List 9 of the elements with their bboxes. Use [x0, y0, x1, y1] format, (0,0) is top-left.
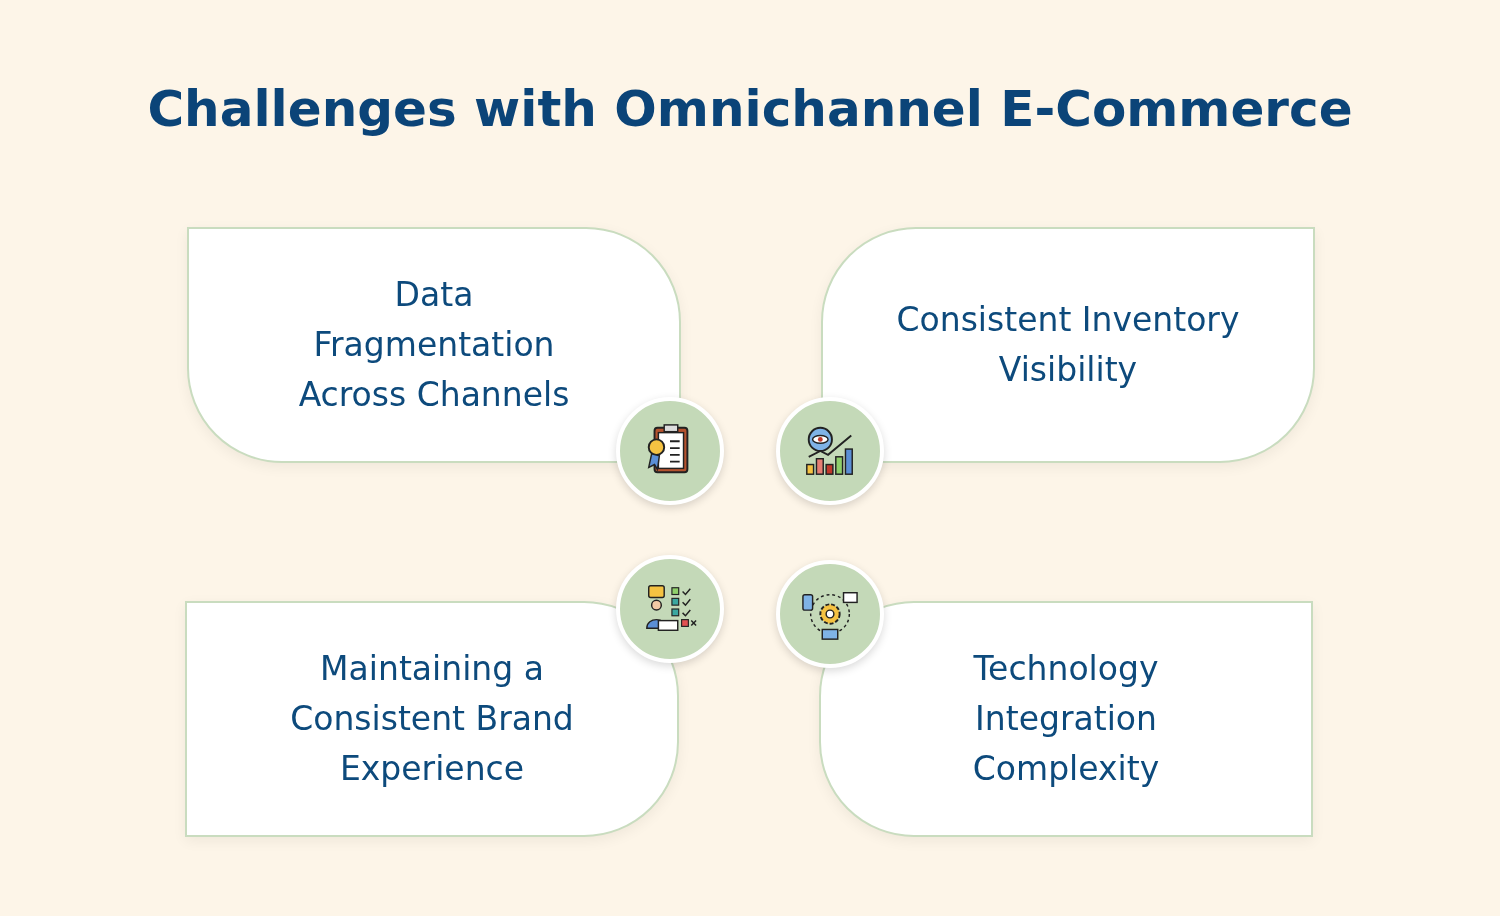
card-heading: Consistent Inventory Visibility	[895, 299, 1241, 391]
challenge-card	[821, 227, 1315, 463]
card-heading: Data Fragmentation Across Channels	[297, 274, 571, 416]
challenge-card	[819, 601, 1313, 837]
card-heading: Maintaining a Consistent Brand Experience	[289, 648, 575, 790]
challenge-card	[185, 601, 679, 837]
card-heading: Technology Integration Complexity	[971, 648, 1161, 790]
challenge-card	[187, 227, 681, 463]
title: Challenges with Omnichannel E-Commerce	[146, 80, 1354, 138]
